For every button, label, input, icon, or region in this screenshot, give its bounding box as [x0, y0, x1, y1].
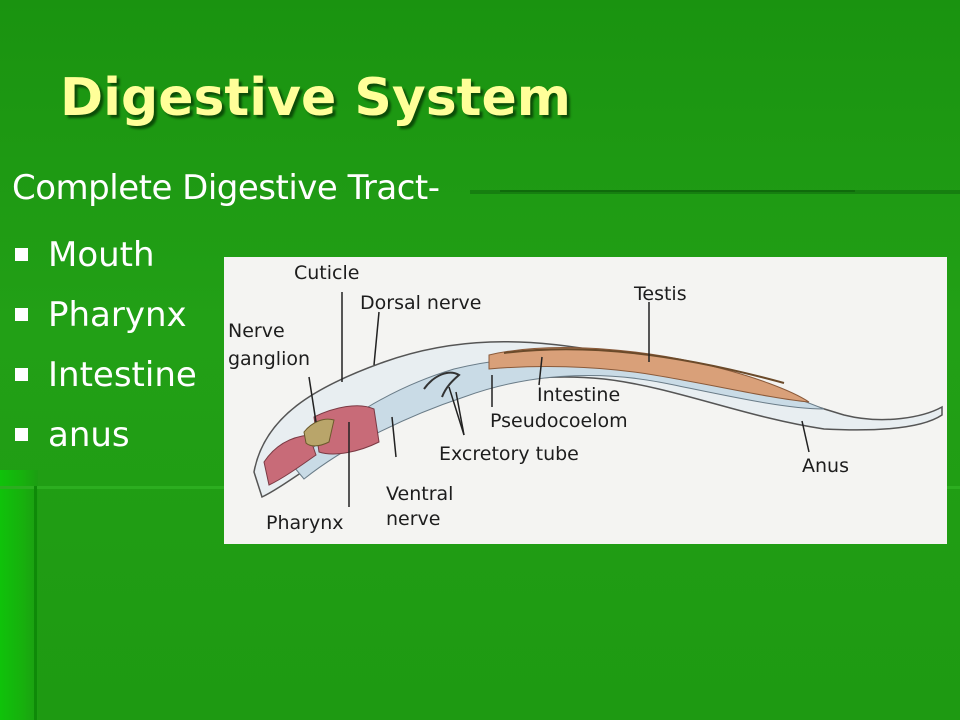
label-intestine: Intestine	[537, 384, 620, 406]
square-bullet-icon	[15, 248, 28, 261]
bullet-item-pharynx: Pharynx	[12, 288, 197, 348]
bullet-text: Mouth	[48, 235, 155, 275]
bullet-list: Mouth Pharynx Intestine anus	[12, 228, 197, 468]
background-line-dark	[500, 190, 855, 192]
label-anus: Anus	[802, 455, 849, 477]
slide-subtitle: Complete Digestive Tract-	[12, 168, 440, 208]
label-ventral: Ventral	[386, 483, 453, 505]
label-excretory-tube: Excretory tube	[439, 443, 579, 465]
bullet-item-intestine: Intestine	[12, 348, 197, 408]
square-bullet-icon	[15, 308, 28, 321]
bullet-item-anus: anus	[12, 408, 197, 468]
label-ventral-nerve: nerve	[386, 508, 440, 530]
background-line	[470, 190, 960, 194]
label-ganglion: ganglion	[228, 348, 310, 370]
bullet-item-mouth: Mouth	[12, 228, 197, 288]
excretory-tube-shape	[423, 371, 461, 398]
label-nerve: Nerve	[228, 320, 285, 342]
background-line-vertical	[34, 486, 37, 720]
label-testis: Testis	[633, 283, 687, 305]
mouth-shape	[263, 434, 317, 486]
roundworm-diagram: Cuticle Dorsal nerve Testis Nerve gangli…	[224, 257, 947, 544]
nerve-ganglion-shape	[303, 418, 335, 447]
bullet-text: Pharynx	[48, 295, 187, 335]
bullet-text: anus	[48, 415, 130, 455]
bullet-text: Intestine	[48, 355, 197, 395]
label-cuticle: Cuticle	[294, 262, 359, 284]
label-pseudocoelom: Pseudocoelom	[490, 410, 628, 432]
label-pharynx: Pharynx	[266, 512, 343, 534]
label-dorsal-nerve: Dorsal nerve	[360, 292, 481, 314]
intestine-shape	[488, 347, 810, 403]
pharynx-shape	[313, 405, 380, 455]
roundworm-illustration: Cuticle Dorsal nerve Testis Nerve gangli…	[228, 262, 943, 534]
square-bullet-icon	[15, 368, 28, 381]
slide-title: Digestive System	[60, 68, 571, 128]
square-bullet-icon	[15, 428, 28, 441]
background-strip	[0, 470, 38, 720]
testis-line	[503, 348, 785, 384]
